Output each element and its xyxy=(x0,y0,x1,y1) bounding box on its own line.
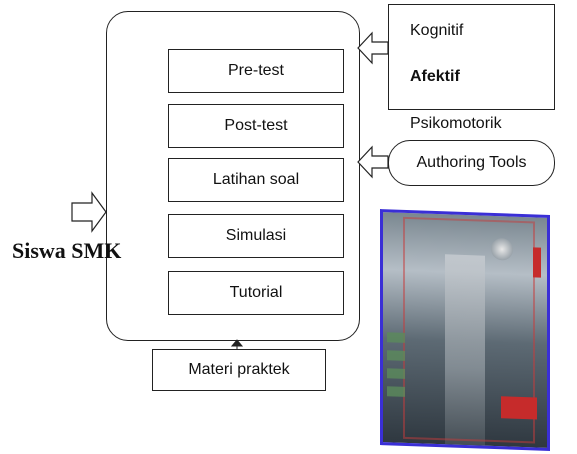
menu-label-latihan: Latihan soal xyxy=(212,171,300,188)
menu-label-pretest: Pre-test xyxy=(227,62,284,79)
domain-kognitif: Kognitif xyxy=(410,22,464,39)
materi-praktek-label: Materi praktek xyxy=(188,361,290,378)
domain-afektif: Afektif xyxy=(410,68,460,85)
menu-box-posttest: Post-test xyxy=(168,104,344,148)
simulation-screenshot xyxy=(380,209,550,451)
menu-box-latihan: Latihan soal xyxy=(168,158,344,202)
domain-arrow-icon xyxy=(357,31,389,65)
menu-label-posttest: Post-test xyxy=(224,117,288,134)
screenshot-side-panel xyxy=(387,350,405,361)
siswa-smk-label: Siswa SMK xyxy=(12,238,122,263)
learning-domain-box xyxy=(388,4,555,110)
menu-box-pretest: Pre-test xyxy=(168,49,344,93)
menu-box-simulasi: Simulasi xyxy=(168,214,344,258)
materi-praktek-box: Materi praktek xyxy=(152,349,326,391)
menu-label-simulasi: Simulasi xyxy=(225,227,287,244)
media-container xyxy=(106,11,360,341)
siswa-arrow-icon xyxy=(71,191,107,233)
screenshot-red-marker xyxy=(533,247,541,278)
screenshot-side-panel xyxy=(387,332,405,343)
domain-psikomotorik: Psikomotorik xyxy=(410,115,502,132)
screenshot-gauge-icon xyxy=(491,237,513,261)
screenshot-side-panel xyxy=(387,368,405,379)
authoring-arrow-icon xyxy=(357,145,389,179)
materi-arrow-icon xyxy=(230,339,244,349)
screenshot-red-panel xyxy=(501,396,537,420)
screenshot-side-panel xyxy=(387,386,405,397)
menu-label-tutorial: Tutorial xyxy=(229,284,283,301)
menu-box-tutorial: Tutorial xyxy=(168,271,344,315)
authoring-tools-label: Authoring Tools xyxy=(416,154,527,171)
